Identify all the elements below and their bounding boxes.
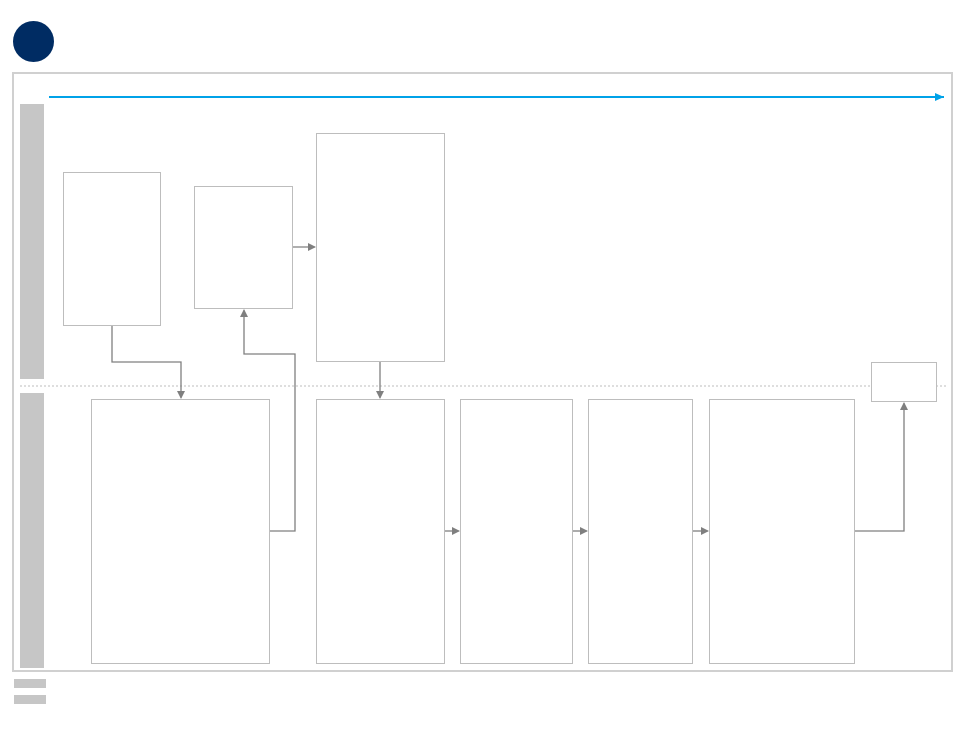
end-box bbox=[871, 362, 937, 402]
diagram-frame bbox=[12, 72, 953, 672]
process-box-b bbox=[194, 186, 293, 309]
connector-a-to-d bbox=[111, 326, 185, 399]
process-box-d bbox=[91, 399, 270, 664]
process-box-g bbox=[588, 399, 693, 664]
legend-swatch-1 bbox=[14, 679, 46, 688]
process-box-a bbox=[63, 172, 161, 326]
lane-bottom-bar bbox=[20, 393, 44, 668]
process-box-e bbox=[316, 399, 445, 664]
process-box-f bbox=[460, 399, 573, 664]
connector-d-to-b bbox=[240, 309, 296, 532]
lane-top-bar bbox=[20, 104, 44, 379]
logo-circle-icon bbox=[13, 21, 54, 62]
process-box-c bbox=[316, 133, 445, 362]
connector-h-to-end bbox=[855, 402, 908, 532]
process-box-h bbox=[709, 399, 855, 664]
legend-swatch-2 bbox=[14, 695, 46, 704]
